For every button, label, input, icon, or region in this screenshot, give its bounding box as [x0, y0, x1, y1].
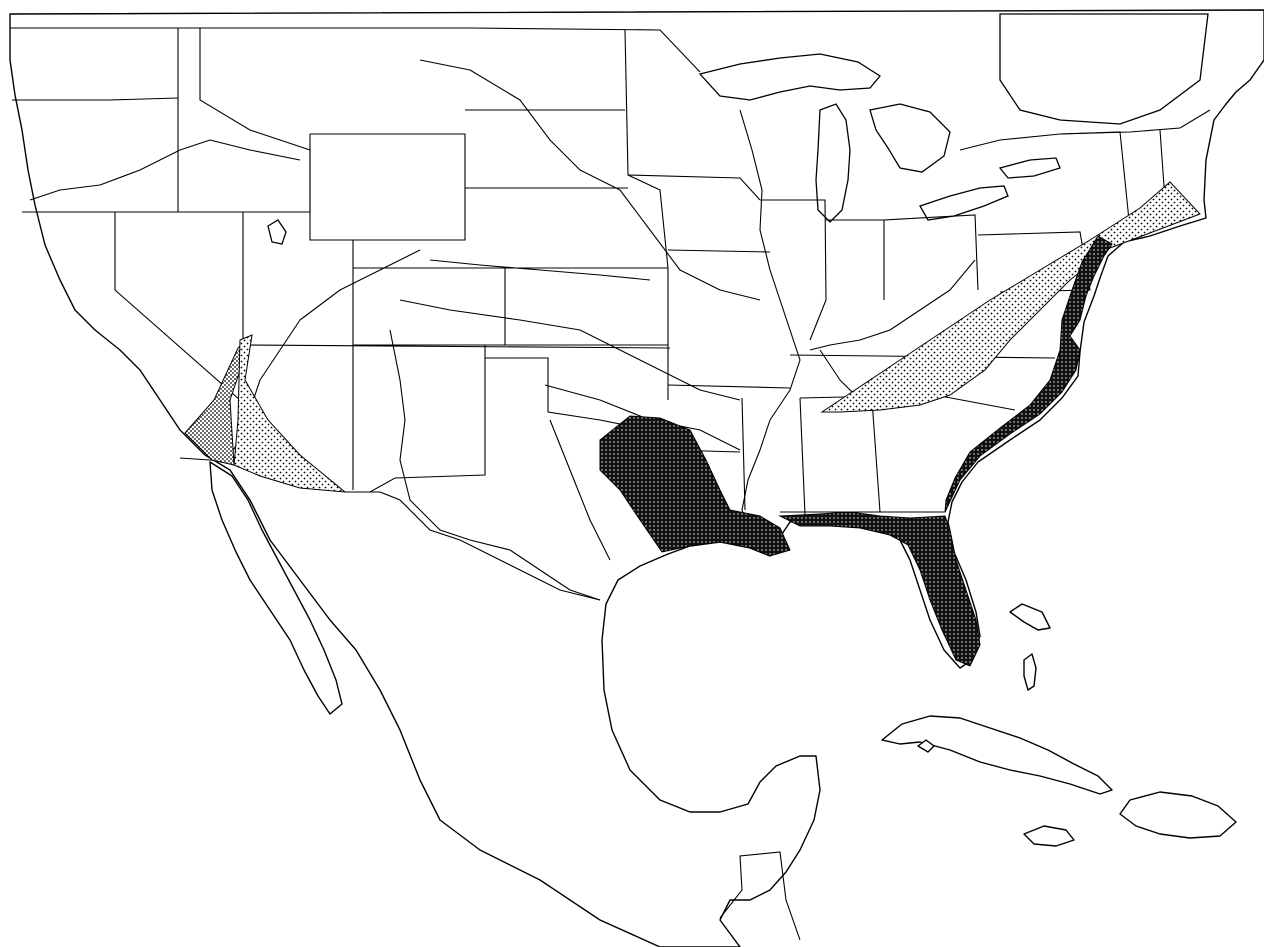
- dakotas-mn-border: [624, 29, 669, 400]
- brazos-river: [549, 419, 611, 561]
- lake-ontario: [998, 157, 1061, 179]
- range-appalachian-band: [820, 181, 1201, 413]
- lakes: [267, 13, 1209, 245]
- baja-california-peninsula: [209, 461, 343, 715]
- range-southwest-medium: [184, 334, 253, 466]
- bahamas-abaco: [1009, 603, 1051, 631]
- lake-huron: [869, 103, 951, 173]
- al-border: [799, 397, 806, 516]
- mexico-guatemala-border: [719, 851, 801, 941]
- four-corners-line: [242, 344, 671, 349]
- lake-erie: [919, 185, 1009, 221]
- lake-winnipeg-edge: [999, 13, 1209, 125]
- range-southwest-light: [233, 334, 347, 493]
- ms-border: [741, 397, 746, 511]
- lake-michigan: [815, 103, 851, 223]
- oh-border: [883, 214, 979, 291]
- hispaniola: [1119, 791, 1237, 839]
- platte-river: [429, 259, 651, 281]
- columbia-snake-river: [29, 139, 301, 201]
- ohio-river: [809, 259, 976, 351]
- bahamas-andros: [1023, 653, 1037, 691]
- missouri-river: [419, 59, 761, 301]
- great-salt-lake: [267, 219, 287, 245]
- wy-border: [309, 133, 466, 241]
- sc-nc-border: [934, 394, 1016, 411]
- range-gulf-atlantic-coast: [599, 235, 1113, 667]
- rivers: [29, 59, 976, 601]
- wa-or-border: [12, 97, 179, 101]
- mn-ia-border: [627, 174, 761, 201]
- il-border: [760, 199, 827, 341]
- rio-grande: [389, 329, 601, 601]
- mo-ar-border: [667, 384, 791, 389]
- arkansas-river: [399, 299, 741, 401]
- tx-panhandle: [485, 357, 651, 431]
- range-overlays: [184, 181, 1201, 667]
- lake-superior: [698, 53, 881, 101]
- ny-border: [1059, 131, 1131, 231]
- ia-mo-border: [667, 249, 771, 253]
- cuba: [881, 715, 1113, 795]
- isla-de-la-juventud: [917, 739, 935, 753]
- ga-border: [871, 399, 881, 513]
- mississippi-river: [739, 109, 801, 541]
- co-border: [353, 267, 506, 346]
- jamaica: [1023, 825, 1075, 847]
- us-canada-border: [10, 27, 701, 73]
